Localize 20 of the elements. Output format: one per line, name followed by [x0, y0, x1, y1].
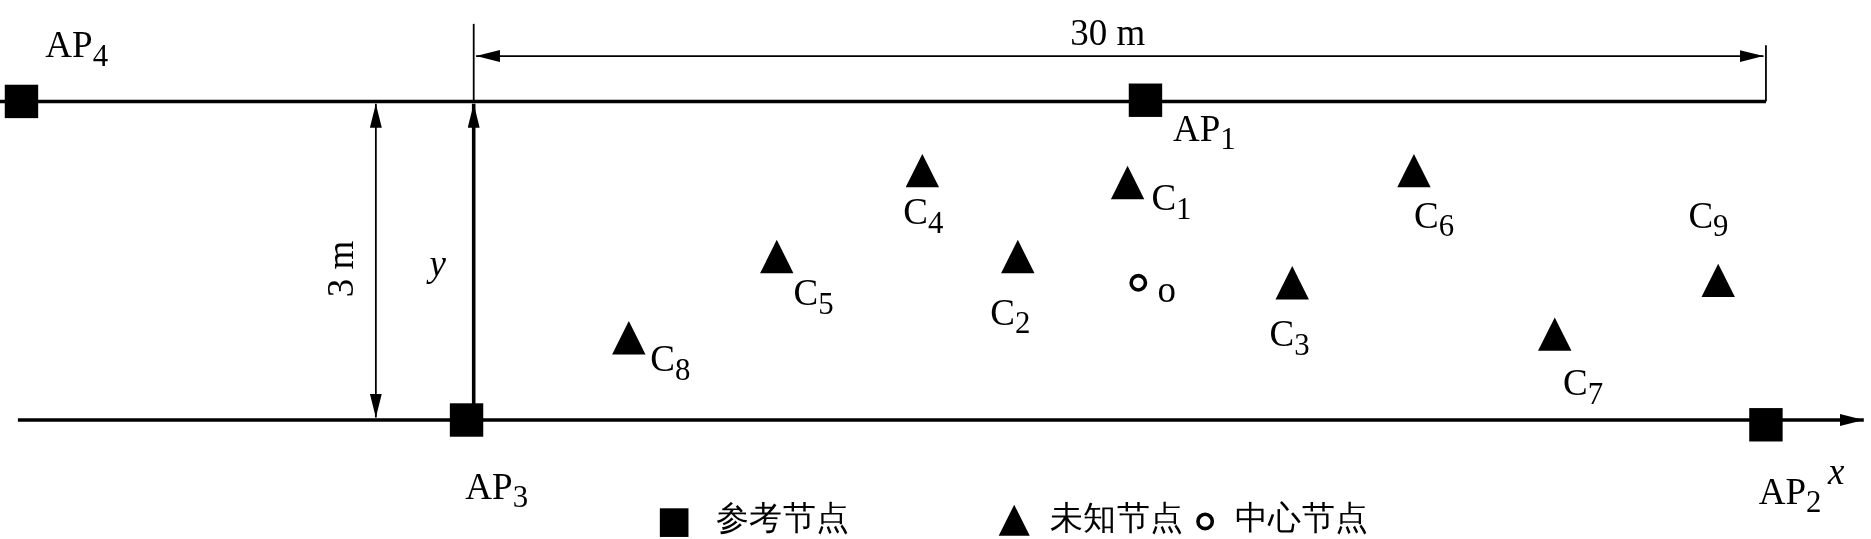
node-label: C$_{6}$ [1413, 196, 1455, 243]
axis-label: x [1828, 453, 1845, 491]
node-label: C$_{5}$ [793, 274, 834, 320]
legend-label: 中心节点 [1234, 501, 1369, 535]
access-point-label: AP$_{2}$ [1758, 472, 1822, 518]
center-label: o [1157, 270, 1176, 308]
node-label: C$_{8}$ [650, 340, 691, 386]
dimension-label: 30 m [1070, 14, 1146, 52]
node-label: C$_{7}$ [1563, 363, 1604, 410]
node-label: C$_{4}$ [903, 193, 944, 239]
access-point-label: AP$_{1}$ [1172, 109, 1236, 156]
node-label: C$_{9}$ [1688, 196, 1729, 243]
dimension-label: 3 m [322, 240, 360, 298]
node-label: C$_{1}$ [1151, 179, 1192, 225]
legend-label: 参考节点 [715, 501, 850, 535]
access-point-label: AP$_{4}$ [45, 26, 109, 72]
access-point-label: AP$_{3}$ [465, 467, 529, 514]
node-label: C$_{3}$ [1269, 315, 1310, 361]
legend-label: 未知节点 [1050, 501, 1184, 535]
node-label: C$_{2}$ [990, 293, 1031, 339]
